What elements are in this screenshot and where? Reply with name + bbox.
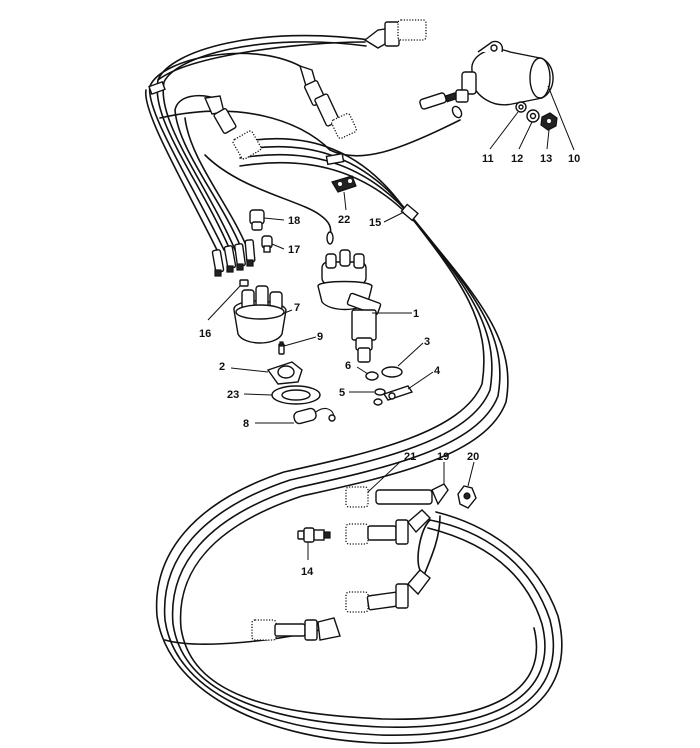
callout-3: 3 xyxy=(424,336,430,348)
callout-15: 15 xyxy=(369,217,381,229)
dust-shield xyxy=(271,385,321,405)
boot-seal-20 xyxy=(457,485,477,509)
spark-plug-boot-mid-right xyxy=(345,509,431,545)
coil-washer xyxy=(515,101,527,113)
callout-9: 9 xyxy=(317,331,323,343)
cap-lead-ends xyxy=(211,239,256,277)
rotor xyxy=(266,361,303,385)
contact-points xyxy=(382,385,414,401)
callout-22: 22 xyxy=(338,214,350,226)
callout-14: 14 xyxy=(301,566,314,578)
distributor-cap xyxy=(233,285,287,344)
black-wire-terminal xyxy=(326,105,463,245)
leader-lines xyxy=(207,85,575,560)
callout-19: 19 xyxy=(437,451,449,463)
callout-1: 1 xyxy=(413,308,419,320)
callout-labels: 1 2 3 4 5 6 7 8 9 10 11 12 13 14 15 16 1… xyxy=(199,153,580,578)
carbon-brush xyxy=(278,341,285,355)
small-terminal-16 xyxy=(239,279,249,287)
clip-pair xyxy=(365,371,386,406)
spark-plug xyxy=(297,527,331,543)
callout-2: 2 xyxy=(219,361,225,373)
ignition-coil xyxy=(455,40,554,106)
spring-clip-22 xyxy=(331,175,357,193)
spark-plug-boot-upper-mid xyxy=(298,64,357,139)
boot-tip-21 xyxy=(345,486,369,508)
distributor xyxy=(317,249,382,363)
callout-21: 21 xyxy=(404,451,416,463)
callout-16: 16 xyxy=(199,328,211,340)
boot-tube-19 xyxy=(375,483,449,506)
condenser xyxy=(293,407,336,425)
ignition-wire-harness xyxy=(145,34,563,744)
callout-6: 6 xyxy=(345,360,351,372)
callout-18: 18 xyxy=(288,215,300,227)
callout-4: 4 xyxy=(434,365,441,377)
callout-7: 7 xyxy=(294,302,300,314)
callout-17: 17 xyxy=(288,244,300,256)
terminal-17 xyxy=(261,235,273,253)
harness-clamps xyxy=(148,80,419,222)
coil-nut xyxy=(540,112,558,131)
callout-12: 12 xyxy=(511,153,523,165)
suppressor-connector xyxy=(249,209,265,231)
callout-20: 20 xyxy=(467,451,479,463)
callout-5: 5 xyxy=(339,387,345,399)
spark-plug-boot-lower-right xyxy=(345,569,431,613)
vacuum-ring xyxy=(381,366,403,378)
spark-plug-boot-lower-left xyxy=(251,617,341,641)
spark-plug-boot-top-right xyxy=(363,19,427,49)
coil-lock-washer xyxy=(526,109,540,123)
callout-11: 11 xyxy=(482,153,494,165)
callout-10: 10 xyxy=(568,153,580,165)
callout-23: 23 xyxy=(227,389,239,401)
callout-8: 8 xyxy=(243,418,249,430)
callout-13: 13 xyxy=(540,153,552,165)
spark-plug-boot-upper-left xyxy=(203,95,262,160)
